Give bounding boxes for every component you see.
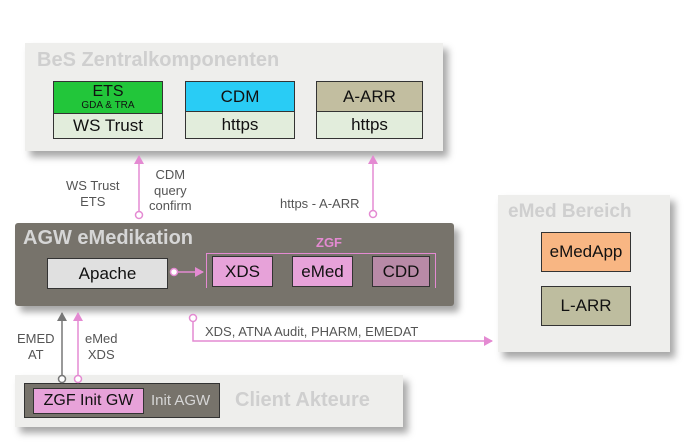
emed-at-label: EMED AT [17, 331, 55, 362]
zgf-label: ZGF [316, 235, 342, 250]
bes-title: BeS Zentralkomponenten [37, 49, 280, 71]
ets-label: ETS [92, 82, 124, 100]
l-arr-box[interactable]: L-ARR [541, 286, 631, 326]
ets-sublabel: GDA & TRA [81, 99, 135, 111]
emed-bereich-title: eMed Bereich [508, 201, 632, 222]
emedapp-box[interactable]: eMedApp [541, 232, 631, 272]
https-a-arr-arrow [368, 155, 378, 219]
zgf-bracket [206, 253, 436, 288]
emed-box[interactable]: eMed [292, 256, 353, 287]
emed-at-arrow [57, 312, 67, 384]
emed-xds-arrow [73, 312, 83, 384]
zgf-init-gw-box[interactable]: ZGF Init GW [33, 388, 144, 414]
apache-box[interactable]: Apache [47, 258, 168, 289]
a-arr-protocol-box[interactable]: https [316, 111, 423, 139]
emed-bereich-panel: eMed Bereich [498, 195, 670, 352]
emed-xds-label: eMed XDS [85, 331, 118, 362]
cdm-query-arrow [134, 155, 144, 220]
ets-protocol-box[interactable]: WS Trust [53, 113, 163, 139]
ets-box[interactable]: ETS GDA & TRA [53, 81, 163, 114]
https-a-arr-label: https - A-ARR [280, 196, 360, 211]
cdm-protocol-box[interactable]: https [185, 111, 295, 139]
xds-flow-label: XDS, ATNA Audit, PHARM, EMEDAT [205, 324, 419, 339]
init-agw-label: Init AGW [151, 392, 211, 409]
cdm-box[interactable]: CDM [185, 81, 295, 112]
a-arr-box[interactable]: A-ARR [316, 81, 423, 112]
xds-box[interactable]: XDS [212, 256, 273, 287]
ws-trust-label: WS Trust ETS [66, 178, 120, 209]
cdm-query-label: CDM query confirm [149, 167, 192, 214]
cdd-box[interactable]: CDD [372, 256, 430, 287]
agw-title: AGW eMedikation [23, 227, 194, 249]
client-title: Client Akteure [235, 389, 370, 411]
